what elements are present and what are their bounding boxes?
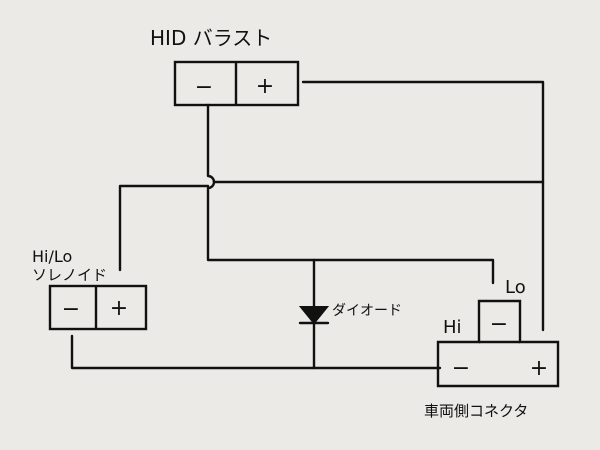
solenoid-label-line1: Hi/Lo (32, 247, 72, 266)
diode-label: ダイオード (332, 303, 402, 319)
solenoid-label-line2: ソレノイド (32, 266, 107, 284)
hi-label: Hi (443, 317, 462, 338)
ballast-plus-terminal: + (256, 74, 274, 99)
connector-minus-terminal: − (452, 356, 470, 381)
wire-solenoid-minus (70, 334, 442, 370)
solenoid-minus-terminal: − (62, 297, 80, 322)
lo-label: Lo (505, 277, 526, 298)
wire-ballast-plus-rail (301, 80, 545, 332)
connector-lo-terminal: − (490, 312, 508, 337)
connector-plus-terminal: + (530, 356, 548, 381)
diode-icon (298, 306, 330, 325)
wire-solenoid-plus (118, 180, 545, 272)
ballast-minus-terminal: − (195, 75, 213, 100)
connector-label: 車両側コネクタ (424, 402, 528, 420)
solenoid-plus-terminal: + (110, 296, 128, 321)
solenoid-box (48, 284, 148, 331)
ballast-label: HID バラスト (150, 26, 272, 50)
wire-ballast-minus (206, 103, 495, 285)
